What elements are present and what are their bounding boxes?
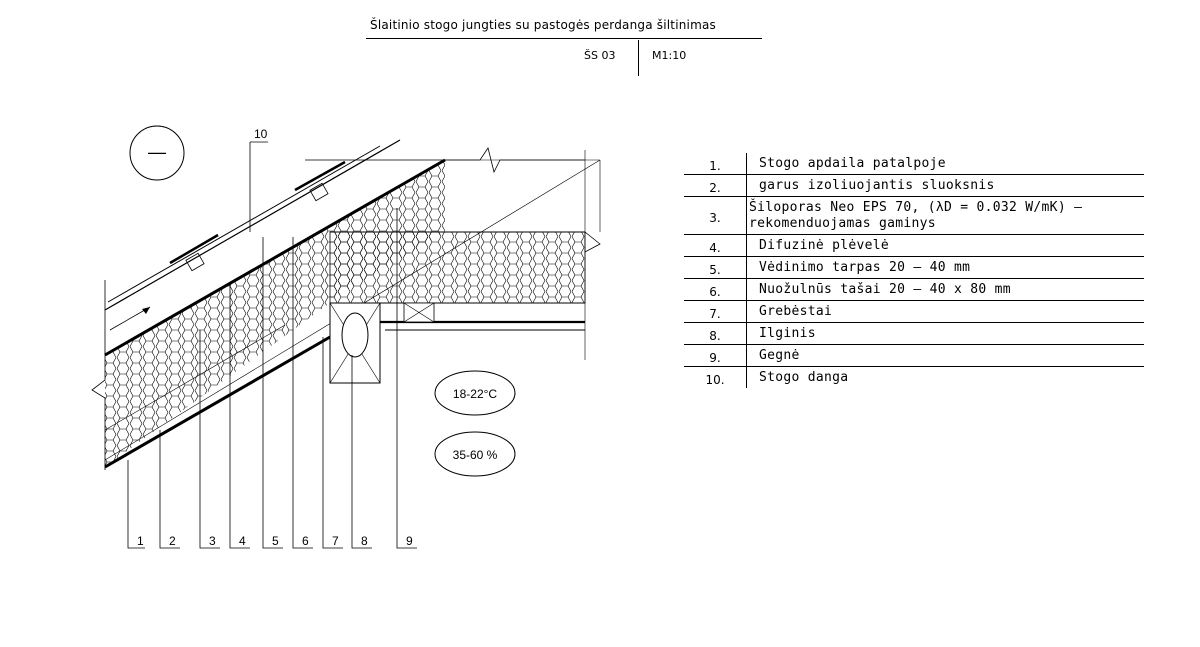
legend-num: 5. [709,263,721,277]
roof-covering [104,139,401,311]
callout-5: 5 [272,534,279,548]
legend-text: Stogo danga [746,367,1144,388]
title-divider [638,40,639,76]
legend-text-cont: rekomenduojamas gaminys [749,216,936,231]
legend-num: 7. [709,307,721,321]
humidity-oval [434,431,516,477]
legend-text: Šiloporas Neo EPS 70, (λD = 0.032 W/mK) … [749,200,1083,215]
legend-text: Nuožulnūs tašai 20 – 40 x 80 mm [746,279,1144,300]
legend-text: Stogo apdaila patalpoje [746,153,1144,174]
legend-row: 5. Vėdinimo tarpas 20 – 40 mm [684,257,1144,279]
callout-8: 8 [361,534,368,548]
drawing-title: Šlaitinio stogo jungties su pastogės per… [370,18,716,32]
callout-1: 1 [137,534,144,548]
legend-num: 3. [709,211,721,225]
temperature-label: 18-22°C [453,387,497,401]
title-underline [366,38,762,39]
legend-row: 2. garus izoliuojantis sluoksnis [684,175,1144,197]
section-symbol-circle [129,125,185,181]
legend-num: 8. [709,329,721,343]
legend-text: Gegnė [746,345,1144,366]
section-symbol: — [148,142,166,162]
callout-leaders [127,208,417,549]
drawing-code: ŠS 03 [584,49,616,62]
legend-text: Ilginis [746,323,1144,344]
legend-row: 4. Difuzinė plėvelė [684,235,1144,257]
legend-num: 4. [709,241,721,255]
legend-text-multiline: Šiloporas Neo EPS 70, (λD = 0.032 W/mK) … [746,197,1144,234]
callout-4: 4 [239,534,246,548]
drawing-scale: M1:10 [652,49,687,62]
temperature-oval [434,370,516,416]
humidity-label: 35-60 % [453,448,498,462]
legend-row: 9. Gegnė [684,345,1144,367]
legend-row: 6. Nuožulnūs tašai 20 – 40 x 80 mm [684,279,1144,301]
roof-insulation [105,160,445,430]
callout-6: 6 [302,534,309,548]
legend-num: 10. [705,373,725,387]
legend-row: 10. Stogo danga [684,367,1144,388]
legend-text: Vėdinimo tarpas 20 – 40 mm [746,257,1144,278]
callout-7: 7 [332,534,339,548]
construction-detail-drawing: — 10 18-22°C 35-60 % [91,125,601,549]
callout-3: 3 [209,534,216,548]
callout-10-label: 10 [254,127,268,141]
diffusion-membrane [104,158,446,357]
legend-num: 6. [709,285,721,299]
legend-row: 7. Grebėstai [684,301,1144,323]
vapour-barrier [104,335,331,469]
legend-row: 3. Šiloporas Neo EPS 70, (λD = 0.032 W/m… [684,197,1144,235]
legend-text: Grebėstai [746,301,1144,322]
legend-num: 9. [709,351,721,365]
legend-num: 2. [709,181,721,195]
callout-2: 2 [169,534,176,548]
legend-table: 1. Stogo apdaila patalpoje 2. garus izol… [684,153,1144,388]
legend-row: 8. Ilginis [684,323,1144,345]
legend-num: 1. [709,159,721,173]
legend-text: Difuzinė plėvelė [746,235,1144,256]
legend-text: garus izoliuojantis sluoksnis [746,175,1144,196]
callout-9: 9 [406,534,413,548]
legend-row: 1. Stogo apdaila patalpoje [684,153,1144,175]
